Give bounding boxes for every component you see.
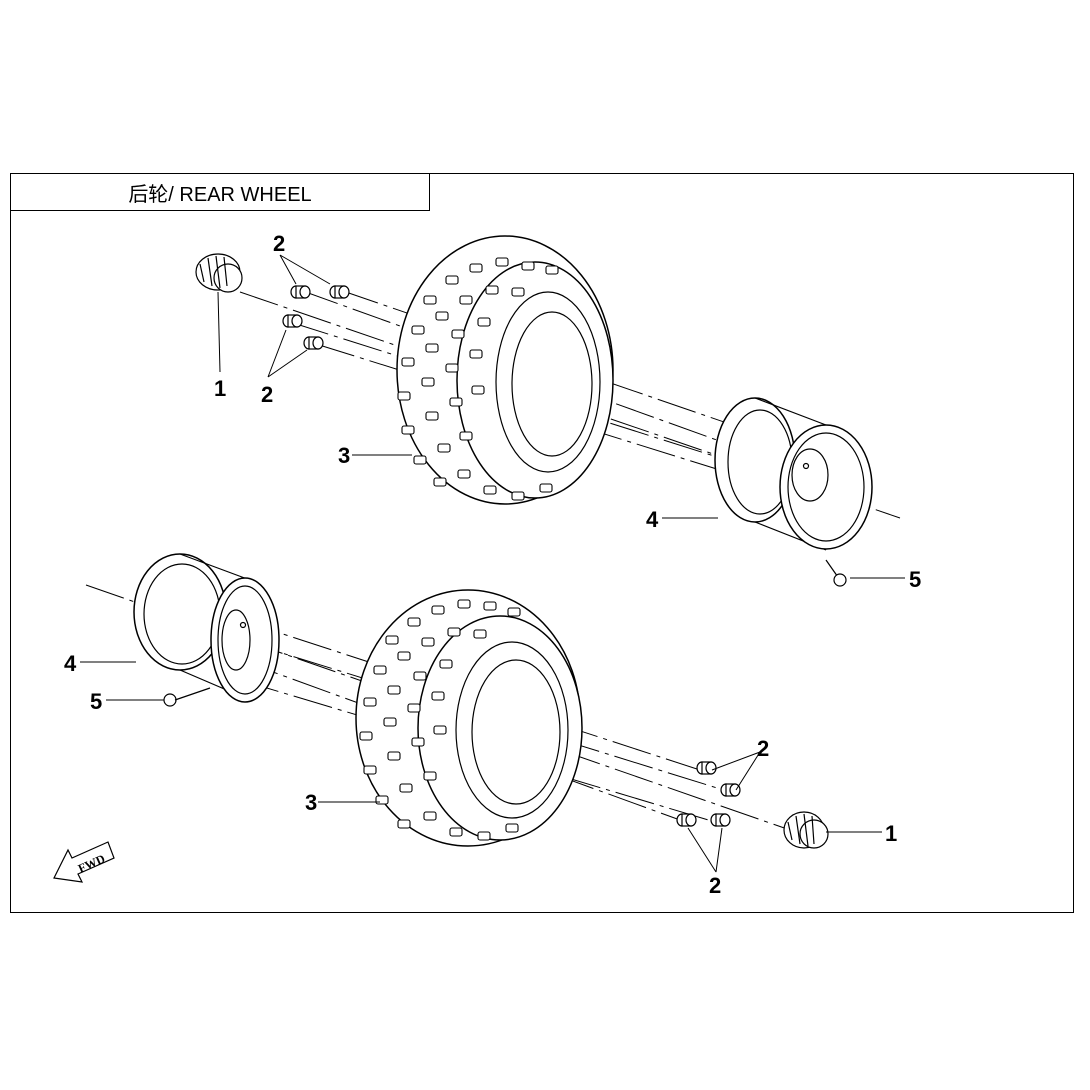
bottom-lug-nut [720,783,741,797]
top-assembly [195,235,901,587]
top-hub-nut [195,253,243,293]
bottom-rim [133,553,280,703]
top-callout-valve: 5 [909,567,921,592]
bottom-callout-hub-nut: 1 [885,821,897,846]
top-callout-rim: 4 [646,507,659,532]
fwd-arrow-icon: FWD [53,841,115,883]
top-lug-nut [303,336,324,350]
top-lug-nut [329,285,350,299]
top-valve [825,559,847,587]
top-callout-lug-nut-lower: 2 [261,382,273,407]
bottom-valve [163,687,211,707]
top-rim [714,397,873,551]
bottom-lug-nut [696,761,717,775]
bottom-callout-tire: 3 [305,790,317,815]
top-callout-tire: 3 [338,443,350,468]
top-tire [396,235,614,505]
top-callout-hub-nut: 1 [214,376,226,401]
bottom-lug-nut [710,813,731,827]
bottom-callout-valve: 5 [90,689,102,714]
bottom-assembly [85,553,829,849]
diagram-frame [10,173,1074,913]
bottom-lug-nut [676,813,697,827]
bottom-callout-lug-nut-upper: 2 [757,736,769,761]
bottom-hub-nut [783,811,829,849]
top-lug-nut [290,285,311,299]
bottom-callout-rim: 4 [64,651,77,676]
bottom-tire [355,589,583,847]
diagram-title: 后轮/ REAR WHEEL [10,173,430,211]
top-callout-lug-nut-upper: 2 [273,231,285,256]
top-leader-lines [217,254,905,579]
top-lug-nut [282,314,303,328]
bottom-callout-lug-nut-lower: 2 [709,873,721,898]
bottom-leader-lines [80,661,882,873]
